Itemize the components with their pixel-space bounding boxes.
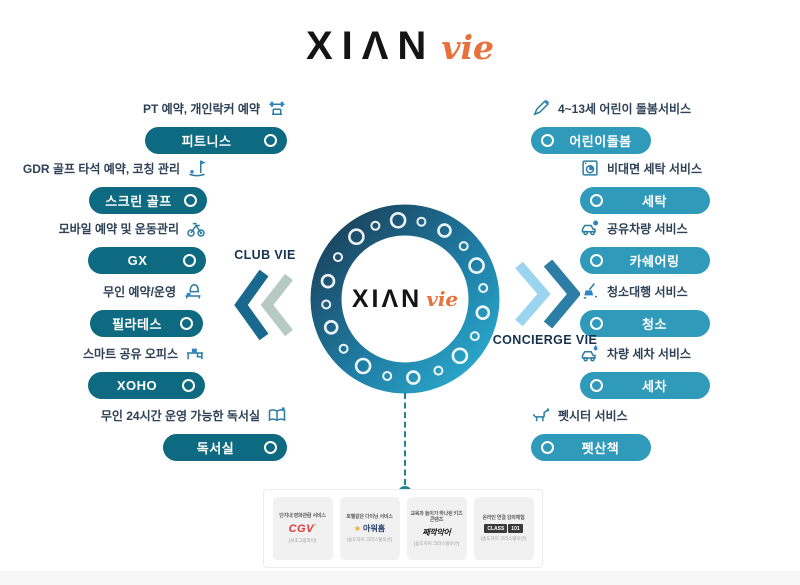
service-desc: PT 예약, 개인락커 예약 [143, 97, 287, 119]
pencil-icon [531, 98, 551, 118]
service-item-cleaning: 청소대행 서비스 청소 [580, 280, 710, 337]
service-item-gx: 모바일 예약 및 운동관리 GX [59, 217, 206, 274]
car-share-icon [580, 218, 600, 238]
cleaning-icon [580, 281, 600, 301]
service-desc: 스마트 공유 오피스 [83, 342, 205, 364]
service-item-petsitter: 펫시터 서비스 펫산책 [531, 404, 651, 461]
service-desc: 청소대행 서비스 [580, 280, 688, 302]
ring-icon [182, 379, 195, 392]
service-desc: 4~13세 어린이 돌봄서비스 [531, 97, 691, 119]
service-desc: 무인 24시간 운영 가능한 독서실 [101, 404, 287, 426]
screen-golf-button[interactable]: 스크린 골프 [89, 187, 207, 214]
ring-icon [264, 134, 277, 147]
ring-icon [180, 317, 193, 330]
ring-icon [541, 441, 554, 454]
ring-icon [590, 317, 603, 330]
footer-band [0, 571, 800, 585]
childcare-button[interactable]: 어린이돌봄 [531, 127, 651, 154]
concierge-vie-group: CONCIERGE VIE [490, 260, 600, 347]
partner-service: 단지내 영화관람 서비스 [279, 513, 326, 520]
dog-icon [531, 405, 551, 425]
partner-location: (송도자이 크리스탈오션) [480, 536, 527, 542]
ring-icon [541, 134, 554, 147]
service-desc: GDR 골프 타석 예약, 코칭 관리 [23, 157, 207, 179]
cgv-logo: CGV* [288, 522, 317, 535]
ring-icon [590, 254, 603, 267]
service-item-laundry: 비대면 세탁 서비스 세탁 [580, 157, 710, 214]
service-item-carshare: 공유차량 서비스 카쉐어링 [580, 217, 710, 274]
service-item-pilates: 무인 예약/운영 필라테스 [90, 280, 203, 337]
tictoccroc-logo: 째깍악어 [422, 527, 451, 537]
golf-icon [187, 158, 207, 178]
ring-icon [590, 379, 603, 392]
chevrons-right-icon [515, 260, 580, 328]
partner-tile-tictoccroc: 교육과 놀이가 하나된 키즈콘텐츠 째깍악어 (송도자이 크리스탈오션) [406, 497, 467, 560]
service-item-xoho: 스마트 공유 오피스 XOHO [83, 342, 205, 399]
service-desc: 무인 예약/운영 [103, 280, 203, 302]
spin-bike-icon [186, 218, 206, 238]
partner-location: (송도자이 크리스탈오션) [413, 540, 460, 546]
partners-card: 단지내 영화관람 서비스 CGV* (서초그랑자이) 호텔같은 다이닝 서비스 … [263, 489, 543, 568]
brand-wordmark: XIΛN [305, 24, 436, 68]
xoho-button[interactable]: XOHO [88, 372, 205, 399]
partner-tile-ourhome: 호텔같은 다이닝 서비스 ★ 아워홈 (송도자이 크리스탈오션) [339, 497, 400, 560]
service-item-carwash: 차량 세차 서비스 세차 [580, 342, 710, 399]
partner-service: 온라인 연결 강의체험 [482, 514, 525, 521]
laundry-button[interactable]: 세탁 [580, 187, 710, 214]
service-desc: 모바일 예약 및 운동관리 [59, 217, 206, 239]
service-item-screen-golf: GDR 골프 타석 예약, 코칭 관리 스크린 골프 [23, 157, 207, 214]
cleaning-button[interactable]: 청소 [580, 310, 710, 337]
center-ring-svg [310, 204, 500, 394]
carwash-button[interactable]: 세차 [580, 372, 710, 399]
partner-location: (송도자이 크리스탈오션) [346, 537, 393, 543]
ring-icon [264, 441, 277, 454]
club-vie-label: CLUB VIE [234, 248, 296, 262]
club-vie-group: CLUB VIE [224, 248, 306, 342]
star-icon: ★ [353, 524, 362, 534]
ring-icon [184, 194, 197, 207]
class101-logo: CLASS 101 [484, 524, 523, 534]
chevrons-left-icon [234, 269, 293, 341]
study-room-icon [267, 405, 287, 425]
office-desk-icon [185, 343, 205, 363]
partner-location: (서초그랑자이) [288, 537, 317, 543]
service-item-study-room: 무인 24시간 운영 가능한 독서실 독서실 [101, 404, 287, 461]
service-desc: 차량 세차 서비스 [580, 342, 691, 364]
partner-tile-cgv: 단지내 영화관람 서비스 CGV* (서초그랑자이) [272, 497, 333, 560]
ourhome-logo: ★ 아워홈 [353, 524, 386, 534]
service-item-childcare: 4~13세 어린이 돌봄서비스 어린이돌봄 [531, 97, 691, 154]
fitness-button[interactable]: 피트니스 [145, 127, 287, 154]
concierge-vie-label: CONCIERGE VIE [492, 333, 598, 347]
dashed-connector [404, 393, 406, 485]
carshare-button[interactable]: 카쉐어링 [580, 247, 710, 274]
car-wash-icon [580, 343, 600, 363]
service-desc: 공유차량 서비스 [580, 217, 688, 239]
fitness-icon [267, 98, 287, 118]
pilates-icon [183, 281, 203, 301]
partner-service: 교육과 놀이가 하나된 키즈콘텐츠 [410, 510, 463, 524]
washing-machine-icon [580, 158, 600, 178]
service-item-fitness: PT 예약, 개인락커 예약 피트니스 [143, 97, 287, 154]
center-suffix: vie [426, 287, 459, 311]
pilates-button[interactable]: 필라테스 [90, 310, 203, 337]
service-desc: 비대면 세탁 서비스 [580, 157, 702, 179]
ring-icon [183, 254, 196, 267]
center-wordmark: XIΛN [351, 284, 423, 313]
brand-suffix: vie [441, 28, 495, 67]
petsitter-button[interactable]: 펫산책 [531, 434, 651, 461]
gx-button[interactable]: GX [88, 247, 206, 274]
study-room-button[interactable]: 독서실 [163, 434, 287, 461]
ring-icon [590, 194, 603, 207]
partner-tile-class101: 온라인 연결 강의체험 CLASS 101 (송도자이 크리스탈오션) [473, 497, 534, 560]
service-desc: 펫시터 서비스 [531, 404, 628, 426]
partner-service: 호텔같은 다이닝 서비스 [346, 513, 393, 520]
